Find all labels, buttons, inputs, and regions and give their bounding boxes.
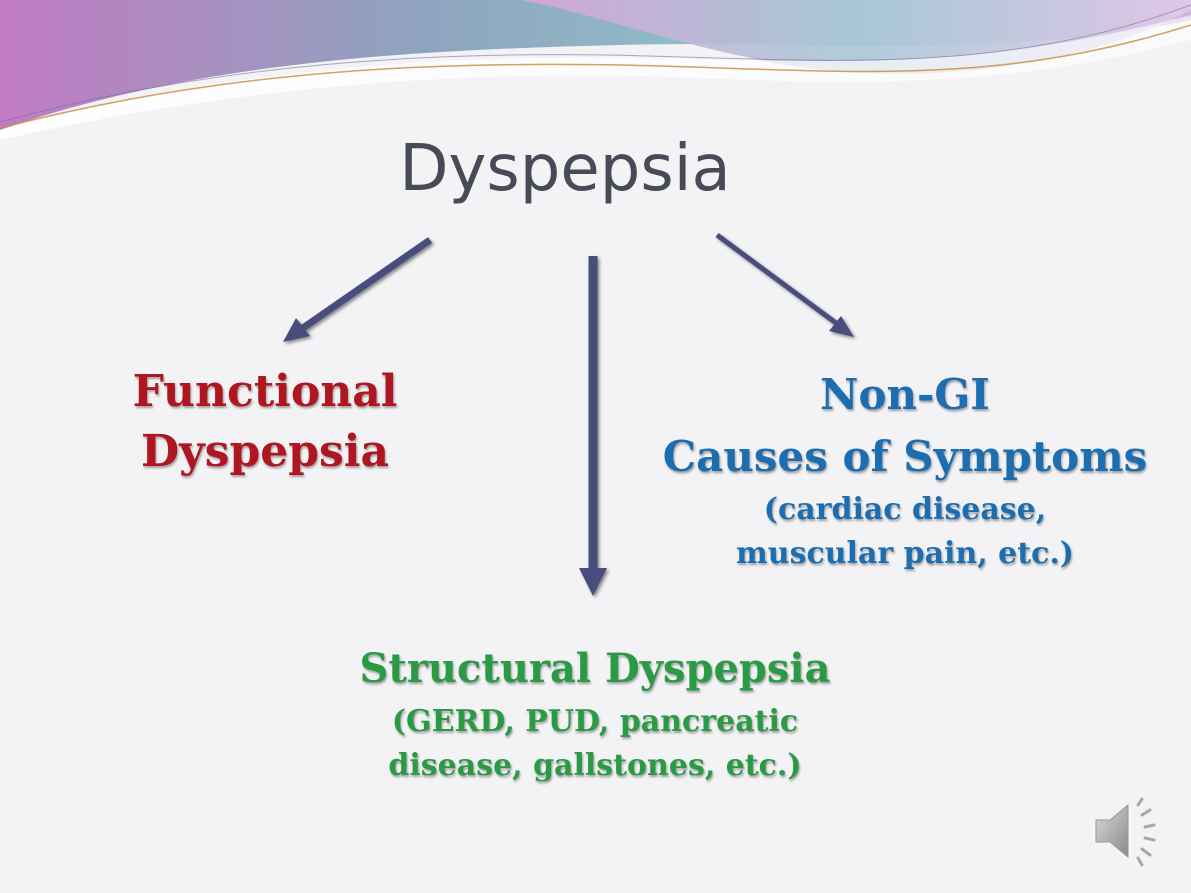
- slide-title: Dyspepsia: [399, 132, 731, 206]
- speaker-icon[interactable]: [1090, 793, 1166, 869]
- structural-detail-line2: disease, gallstones, etc.): [388, 748, 802, 783]
- arrow-to-structural: [579, 256, 607, 596]
- header-wave-decoration: [0, 0, 1191, 140]
- non-gi-detail-line2: muscular pain, etc.): [736, 536, 1074, 571]
- arrow-to-non-gi: [715, 232, 854, 337]
- structural-label: Structural Dyspepsia: [359, 645, 831, 692]
- functional-dyspepsia-node: Functional Dyspepsia: [100, 362, 430, 482]
- non-gi-detail-line1: (cardiac disease,: [763, 492, 1047, 527]
- functional-label-line2: Dyspepsia: [140, 426, 389, 477]
- non-gi-label-line2: Causes of Symptoms: [662, 432, 1148, 481]
- structural-detail-line1: (GERD, PUD, pancreatic: [391, 704, 799, 739]
- functional-label-line1: Functional: [132, 366, 398, 417]
- arrow-to-functional: [283, 237, 432, 342]
- structural-dyspepsia-node: Structural Dyspepsia (GERD, PUD, pancrea…: [300, 638, 890, 788]
- non-gi-label-line1: Non-GI: [820, 370, 990, 419]
- non-gi-causes-node: Non-GI Causes of Symptoms (cardiac disea…: [650, 364, 1160, 576]
